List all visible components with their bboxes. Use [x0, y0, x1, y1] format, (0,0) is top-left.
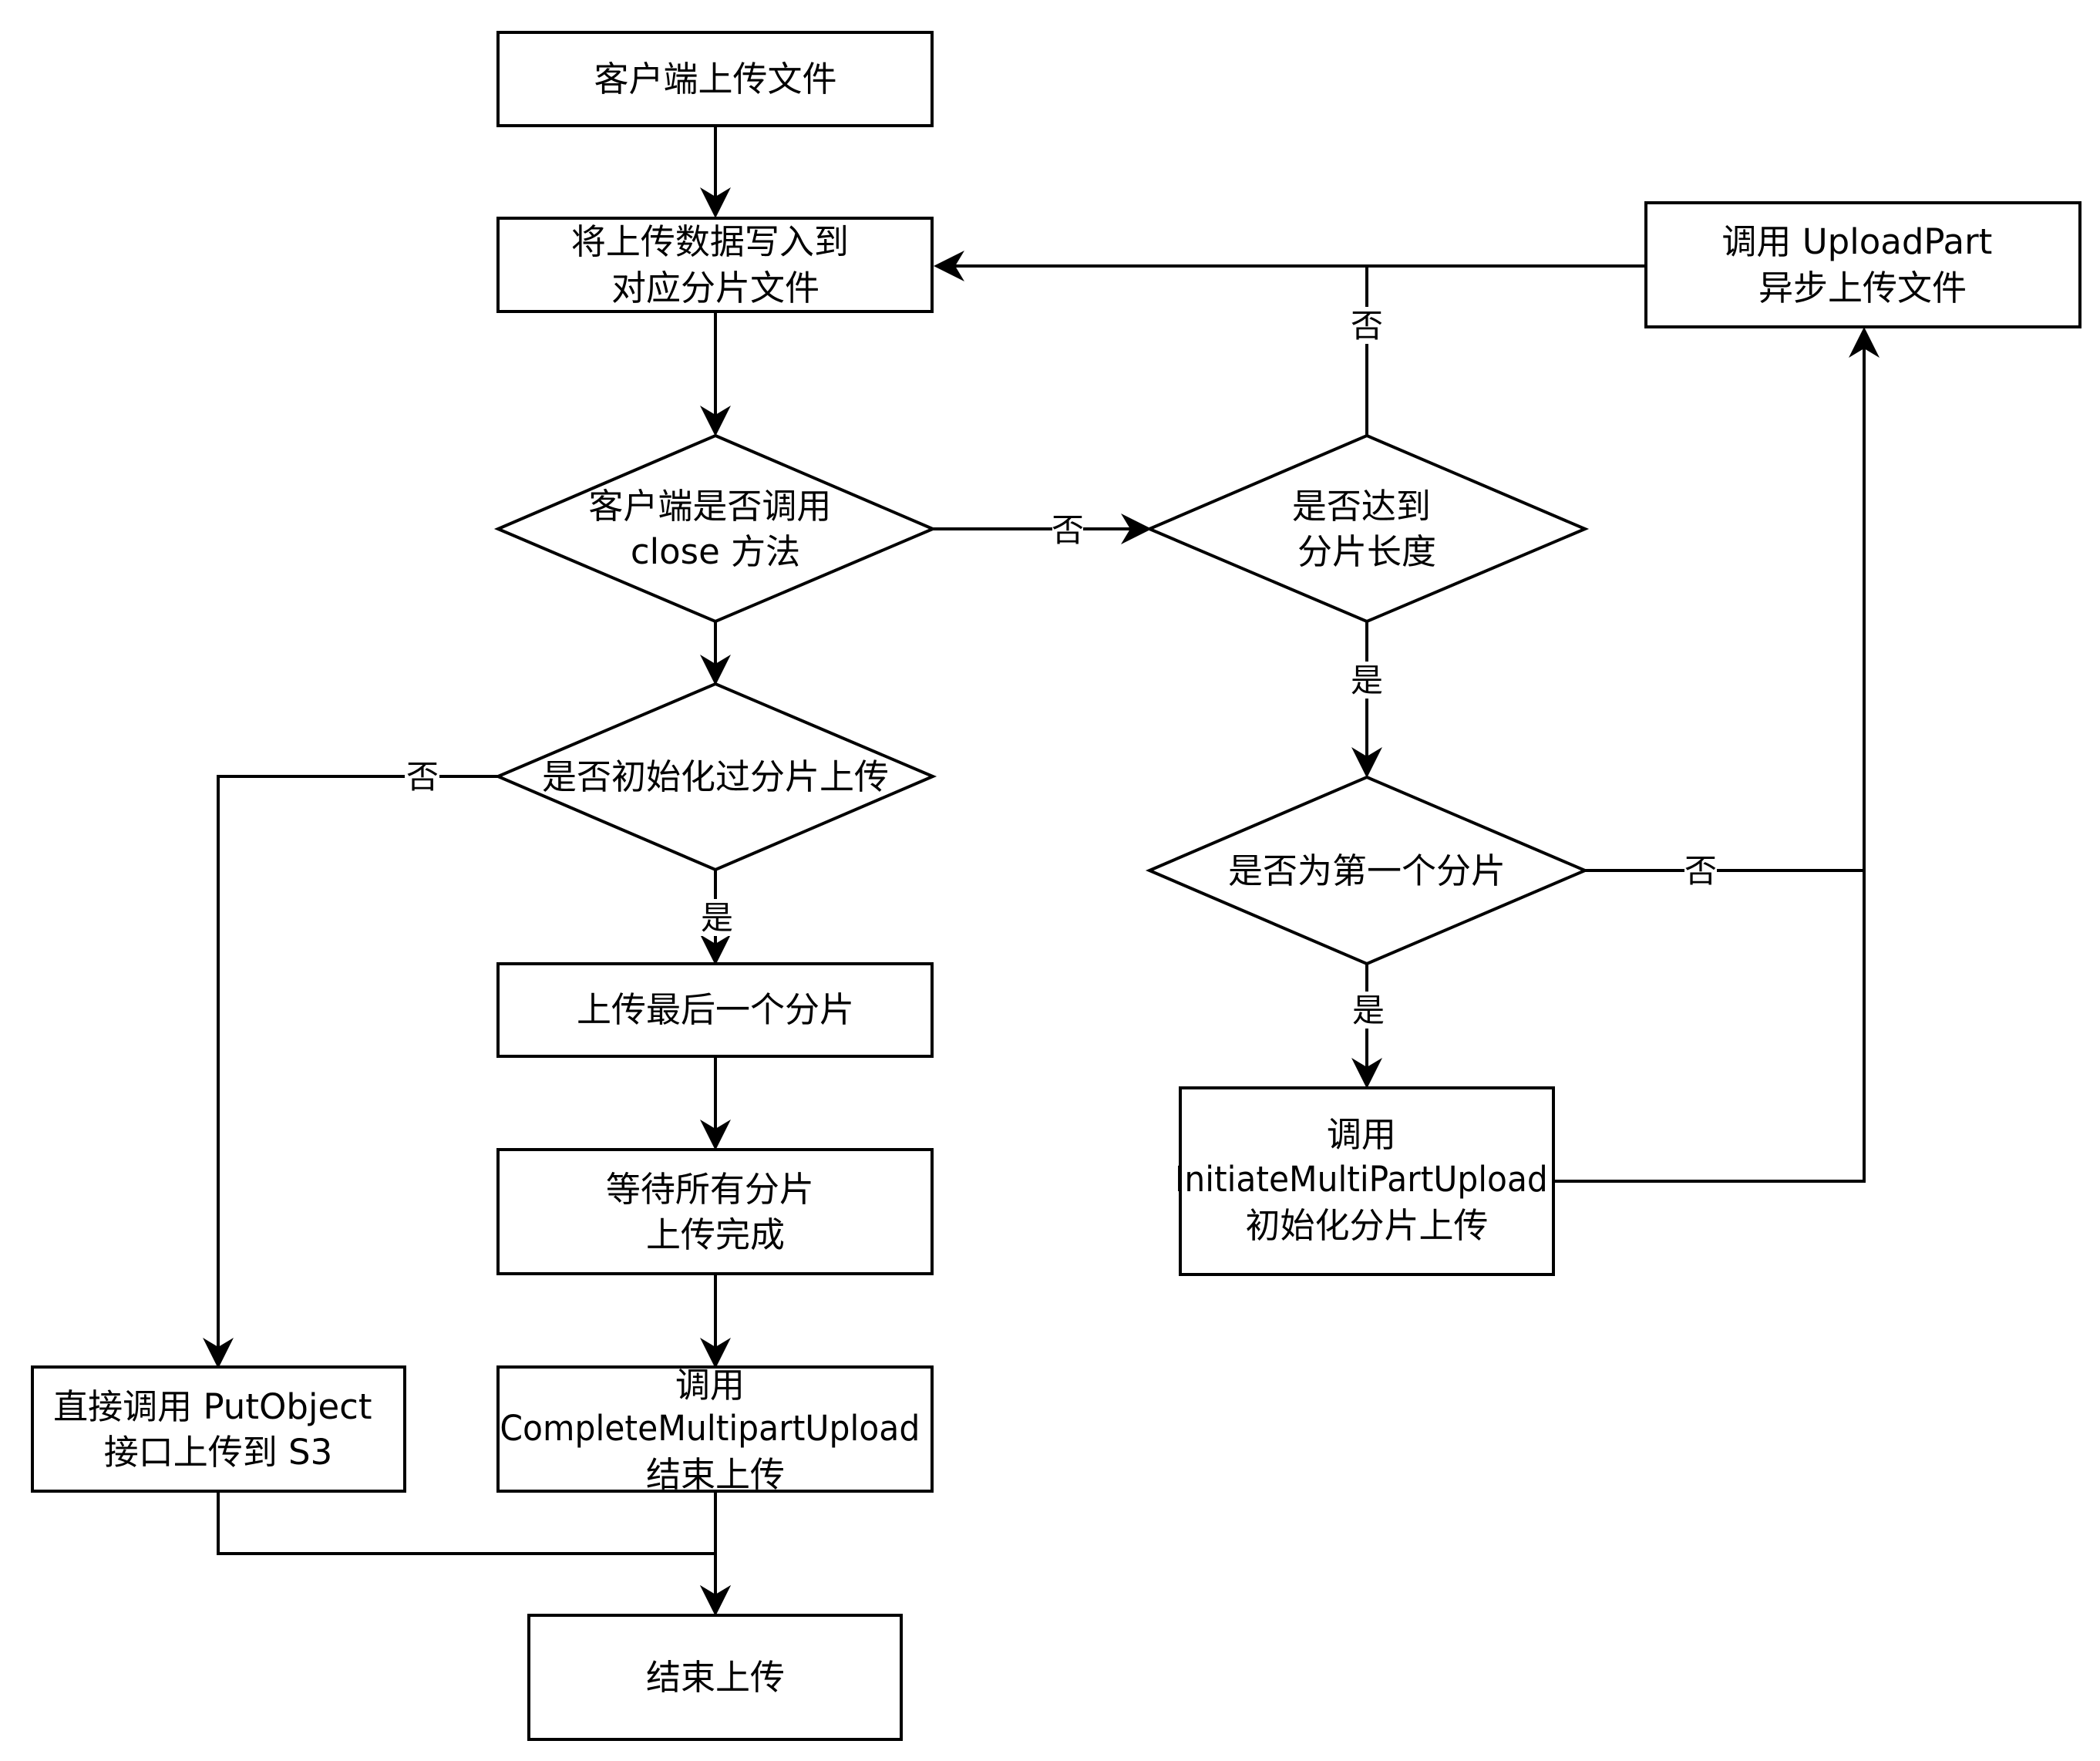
- node-end: 结束上传: [527, 1614, 903, 1741]
- node-wait-all-label: 等待所有分片 上传完成: [606, 1169, 825, 1255]
- node-start: 客户端上传文件: [496, 31, 934, 127]
- edge-label-init-yes: 是: [701, 899, 733, 937]
- node-upload-last-label: 上传最后一个分片: [577, 989, 854, 1030]
- node-is-first: 是否为第一个分片: [1145, 775, 1590, 966]
- node-initiate-label: 调用 InitiateMultiPartUpload 初始化分片上传: [1175, 1114, 1559, 1246]
- node-is-closed-label: 客户端是否调用 close 方法: [588, 486, 842, 572]
- edge-label-size-no: 否: [1351, 307, 1383, 345]
- edge-label-first-no: 否: [1684, 852, 1717, 890]
- node-is-initialized: 是否初始化过分片上传: [493, 682, 937, 872]
- node-put-object-label: 直接调用 PutObject 接口上传到 S3: [53, 1386, 383, 1473]
- node-end-label: 结束上传: [646, 1657, 785, 1698]
- edge-size-no-to-write: [934, 251, 1368, 436]
- node-put-object: 直接调用 PutObject 接口上传到 S3: [31, 1365, 406, 1493]
- edge-labels: 否 否 是 否 是 否 是: [405, 307, 1717, 1029]
- node-initiate: 调用 InitiateMultiPartUpload 初始化分片上传: [1175, 1086, 1559, 1276]
- node-is-initialized-label: 是否初始化过分片上传: [542, 756, 889, 797]
- node-is-closed: 客户端是否调用 close 方法: [493, 433, 937, 624]
- node-upload-part-label: 调用 UploadPart 异步上传文件: [1721, 221, 2003, 308]
- edge-putobject-to-end: [217, 1491, 731, 1616]
- node-reached-size: 是否达到 分片长度: [1145, 433, 1590, 624]
- edge-label-init-no: 否: [406, 758, 439, 796]
- node-reached-size-label: 是否达到 分片长度: [1292, 486, 1442, 572]
- edges: [203, 126, 1880, 1616]
- node-upload-part: 调用 UploadPart 异步上传文件: [1644, 201, 2081, 328]
- node-is-first-label: 是否为第一个分片: [1228, 850, 1506, 891]
- edge-label-closed-no: 否: [1052, 511, 1084, 549]
- edge-initiate-to-uploadpart: [1553, 870, 1866, 1183]
- node-upload-last: 上传最后一个分片: [496, 962, 934, 1058]
- edge-label-first-yes: 是: [1352, 992, 1385, 1029]
- node-write-part-label: 将上传数据写入到 对应分片文件: [571, 221, 860, 308]
- node-wait-all: 等待所有分片 上传完成: [496, 1148, 934, 1275]
- edge-first-no-to-uploadpart: [1585, 327, 1880, 872]
- node-write-part: 将上传数据写入到 对应分片文件: [496, 217, 934, 313]
- node-complete: 调用 CompleteMultipartUpload 结束上传: [496, 1365, 934, 1495]
- edge-init-no-to-putobject: [203, 775, 498, 1369]
- node-complete-label: 调用 CompleteMultipartUpload 结束上传: [500, 1365, 931, 1495]
- node-start-label: 客户端上传文件: [594, 59, 836, 99]
- edge-label-size-yes: 是: [1351, 662, 1383, 699]
